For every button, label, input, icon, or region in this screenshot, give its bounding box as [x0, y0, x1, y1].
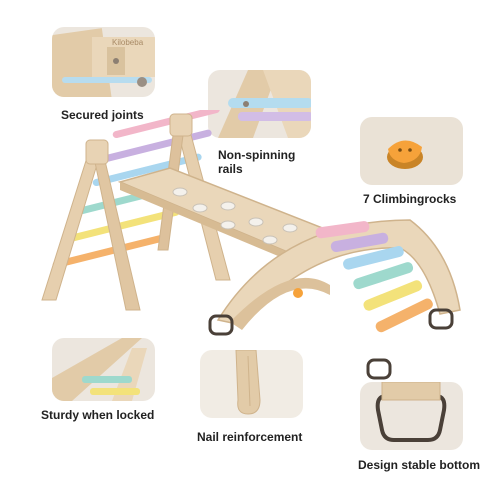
secured-joints-thumbnail: Kilobeba: [52, 27, 155, 97]
secured-joints-image: Kilobeba: [52, 27, 155, 97]
caption-stable-bottom: Design stable bottom: [358, 458, 481, 472]
caption-secured-joints: Secured joints: [61, 108, 144, 122]
non-spinning-rails-image: [208, 70, 311, 138]
sturdy-locked-thumbnail: [52, 338, 155, 401]
caption-nail-reinforcement: Nail reinforcement: [197, 430, 303, 444]
nail-reinforcement-thumbnail: [200, 350, 303, 418]
caption-non-spinning-rails: Non-spinning rails: [218, 148, 296, 176]
stable-bottom-thumbnail: [360, 382, 463, 450]
stable-bottom-image: [360, 382, 463, 450]
product-illustration: [30, 106, 490, 395]
climbing-set-image: [41, 106, 461, 380]
nail-reinforcement-image: [200, 350, 303, 418]
rocker-arch: [208, 219, 461, 380]
climbing-rock-image: [360, 117, 463, 185]
caption-climbing-rocks: 7 Climbingrocks: [363, 192, 457, 206]
sturdy-locked-image: [52, 338, 155, 401]
brand-mark-text: Kilobeba: [112, 38, 144, 47]
caption-sturdy-locked: Sturdy when locked: [41, 408, 155, 422]
non-spinning-rails-thumbnail: [208, 70, 311, 138]
climbing-rocks-thumbnail: [360, 117, 463, 185]
